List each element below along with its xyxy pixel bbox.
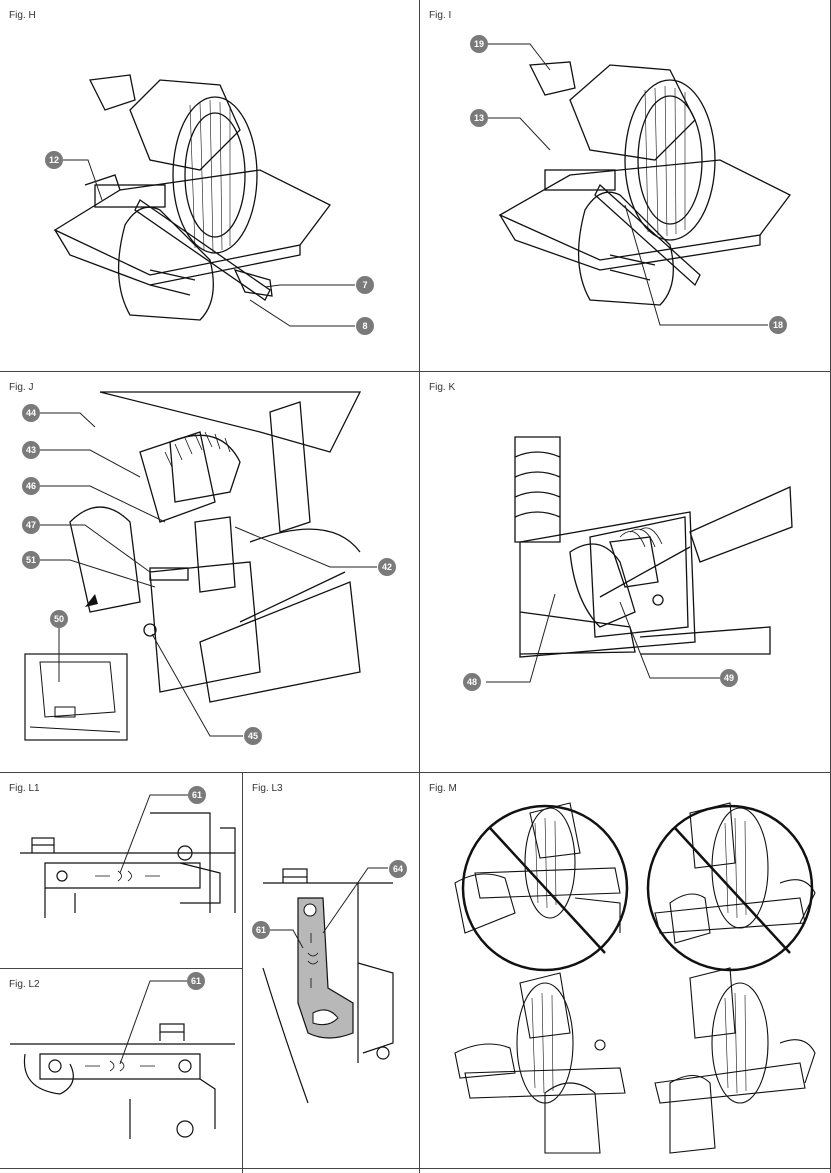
figure-l1: Fig. L1 61 bbox=[0, 773, 242, 968]
callout-64: 64 bbox=[389, 860, 407, 878]
lock-knob-illustration bbox=[20, 794, 236, 918]
divider-vertical-bottom bbox=[419, 772, 420, 1173]
screwdriver-adjustment-illustration bbox=[486, 436, 793, 683]
figure-j: Fig. J bbox=[0, 372, 419, 772]
lock-plate-illustration bbox=[262, 867, 394, 1104]
callout-61: 61 bbox=[187, 972, 205, 990]
miter-saw-illustration bbox=[53, 74, 355, 327]
figure-h: Fig. H bbox=[0, 0, 419, 371]
prohibited-circle-icon bbox=[646, 804, 814, 972]
prohibited-circle-icon bbox=[461, 804, 629, 972]
figure-l3: Fig. L3 64 61 bbox=[243, 773, 419, 1168]
callout-61: 61 bbox=[252, 921, 270, 939]
figure-k-label: Fig. K bbox=[429, 382, 456, 393]
divider-horizontal-l bbox=[0, 968, 242, 969]
figure-l2-label: Fig. L2 bbox=[9, 979, 40, 990]
figure-l3-label: Fig. L3 bbox=[252, 783, 283, 794]
miter-saw-bevel-detail-illustration bbox=[24, 391, 377, 741]
callout-18: 18 bbox=[769, 316, 787, 334]
miter-saw-illustration bbox=[488, 43, 791, 326]
divider-horizontal-2 bbox=[0, 772, 831, 773]
divider-horizontal-1 bbox=[0, 371, 831, 372]
figure-i: Fig. I 19 13 bbox=[420, 0, 831, 371]
callout-7: 7 bbox=[356, 276, 374, 294]
callout-61: 61 bbox=[188, 786, 206, 804]
callout-49: 49 bbox=[720, 669, 738, 687]
callout-43: 43 bbox=[22, 441, 40, 459]
callout-47: 47 bbox=[22, 516, 40, 534]
divider-vertical-l bbox=[242, 772, 243, 1173]
callout-44: 44 bbox=[22, 404, 40, 422]
figure-j-label: Fig. J bbox=[9, 382, 34, 393]
carrying-positions-illustration bbox=[454, 802, 816, 1154]
figure-m-label: Fig. M bbox=[429, 783, 457, 794]
callout-42: 42 bbox=[378, 558, 396, 576]
divider-vertical-top bbox=[419, 0, 420, 772]
page-border-bottom bbox=[0, 1168, 831, 1169]
figure-m: Fig. M bbox=[420, 773, 830, 1168]
callout-19: 19 bbox=[470, 35, 488, 53]
lock-knob-illustration bbox=[10, 980, 235, 1139]
figure-h-label: Fig. H bbox=[9, 10, 36, 21]
callout-51: 51 bbox=[22, 551, 40, 569]
callout-13: 13 bbox=[470, 109, 488, 127]
figure-l2: Fig. L2 61 bbox=[0, 969, 242, 1168]
callout-46: 46 bbox=[22, 477, 40, 495]
figure-l1-label: Fig. L1 bbox=[9, 783, 40, 794]
figure-k: Fig. K bbox=[420, 372, 831, 772]
callout-48: 48 bbox=[463, 673, 481, 691]
callout-8: 8 bbox=[356, 317, 374, 335]
callout-12: 12 bbox=[45, 151, 63, 169]
figure-i-label: Fig. I bbox=[429, 10, 452, 21]
callout-50: 50 bbox=[50, 610, 68, 628]
callout-45: 45 bbox=[244, 727, 262, 745]
